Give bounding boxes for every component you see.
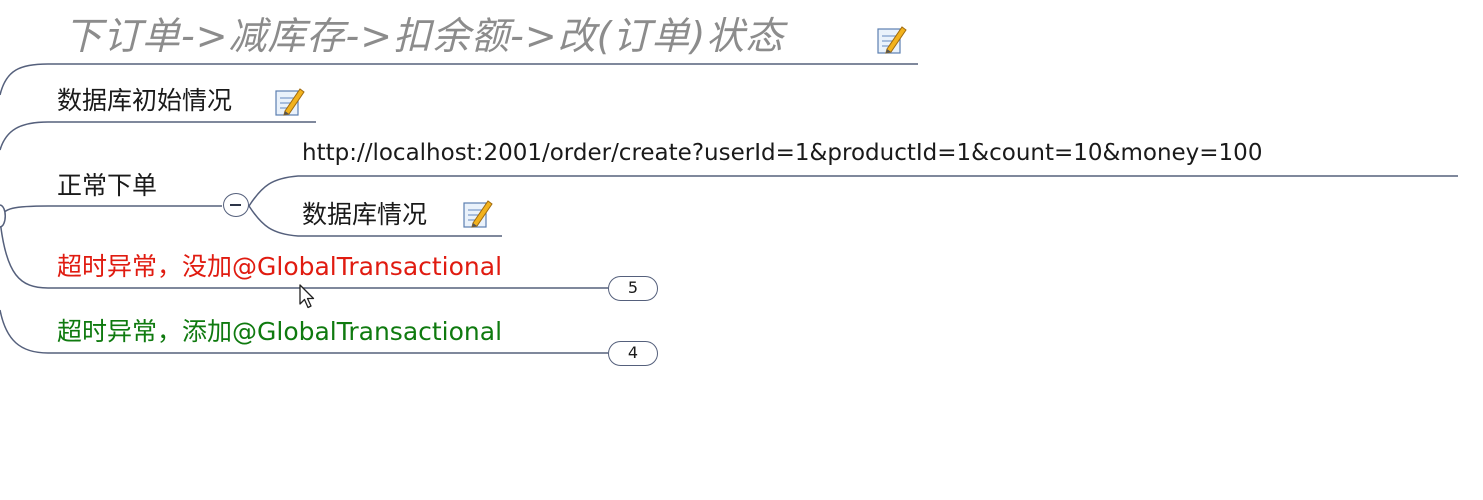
central-topic[interactable]: 下订单->减库存->扣余额->改(订单)状态 xyxy=(64,14,785,58)
note-edit-icon[interactable] xyxy=(274,84,306,118)
topic-normal-order[interactable]: 正常下单 xyxy=(57,171,158,200)
subtopic-db-status[interactable]: 数据库情况 xyxy=(302,200,428,229)
topic-db-initial[interactable]: 数据库初始情况 xyxy=(57,86,233,115)
subtopic-order-url[interactable]: http://localhost:2001/order/create?userI… xyxy=(302,140,1263,166)
collapsed-children-count-badge[interactable]: 5 xyxy=(608,276,658,301)
note-edit-icon[interactable] xyxy=(462,196,494,230)
topic-timeout-with-global-tx[interactable]: 超时异常，添加@GlobalTransactional xyxy=(57,317,503,346)
collapse-minus-icon[interactable] xyxy=(223,193,249,217)
note-edit-icon[interactable] xyxy=(876,22,908,56)
minus-bar xyxy=(230,204,241,206)
collapsed-children-count-badge[interactable]: 4 xyxy=(608,341,658,366)
topic-timeout-without-global-tx[interactable]: 超时异常，没加@GlobalTransactional xyxy=(57,252,503,281)
mouse-pointer-icon xyxy=(299,284,315,309)
